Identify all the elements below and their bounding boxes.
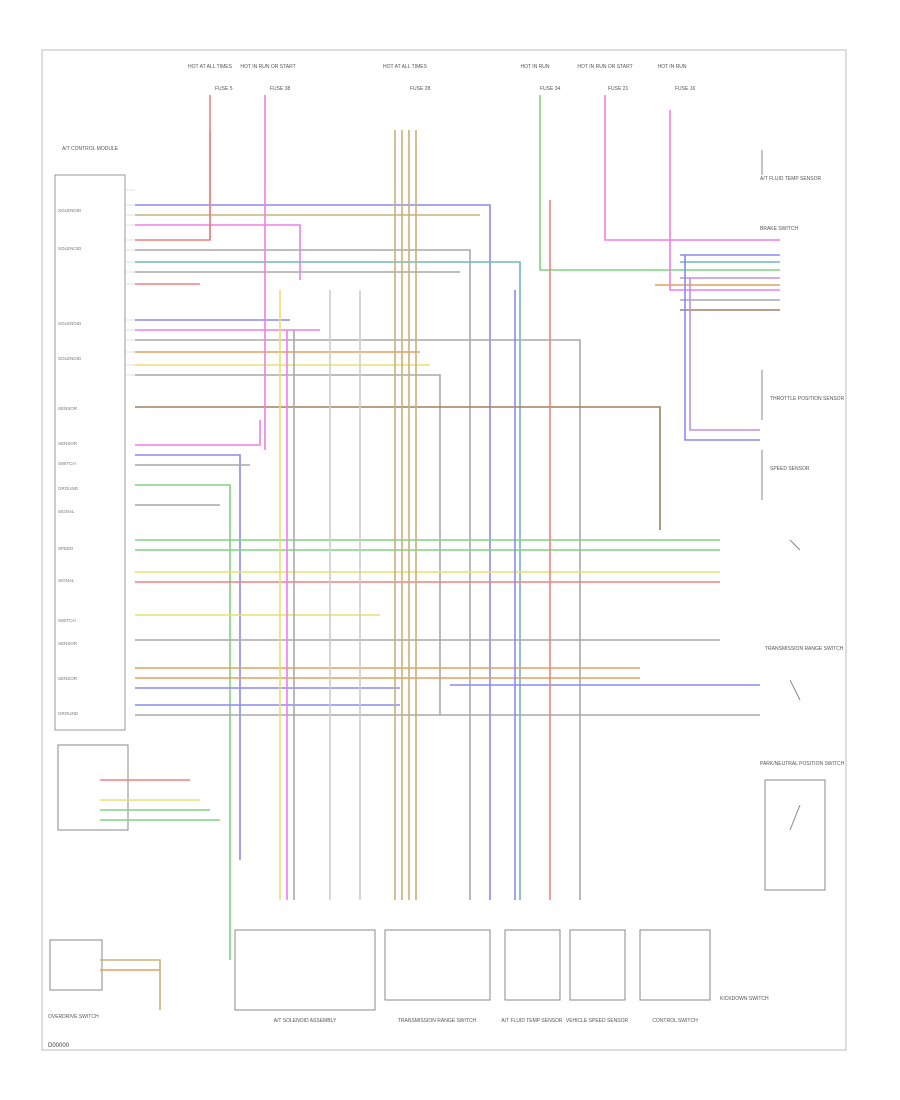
right-label: A/T FLUID TEMP SENSOR — [760, 176, 822, 182]
pin-numbers — [125, 189, 135, 376]
wire-teal — [135, 261, 521, 900]
pin-label: GROUND — [58, 486, 79, 491]
fuse-label: FUSE 16 — [675, 86, 696, 92]
temp-sensor-box — [504, 929, 561, 1001]
fuse-title: HOT IN RUN — [520, 64, 549, 70]
solenoid-assembly-box — [234, 929, 376, 1011]
pin-label: SENSOR — [58, 641, 78, 646]
pin-label: SOLENOID — [58, 356, 82, 361]
fuse-label: FUSE 38 — [270, 86, 291, 92]
footer-code: D00000 — [48, 1043, 70, 1049]
fuse-title: HOT AT ALL TIMES — [383, 64, 428, 70]
bottom-components — [234, 929, 711, 1011]
fuse-title: HOT IN RUN OR START — [577, 64, 632, 70]
bottom-label: A/T SOLENOID ASSEMBLY — [274, 1018, 337, 1024]
right-label: PARK/NEUTRAL POSITION SWITCH — [760, 761, 845, 767]
horizontal-wires — [135, 130, 760, 960]
wire-brown — [135, 406, 661, 530]
bottom-label: A/T FLUID TEMP SENSOR — [501, 1018, 563, 1024]
speed-sensor-box — [569, 929, 626, 1001]
wire-blue-r2 — [684, 255, 760, 441]
fuse-label: FUSE 21 — [608, 86, 629, 92]
right-connector-wires — [655, 254, 780, 441]
switch-symbol — [789, 679, 801, 701]
wire-gray3 — [135, 339, 581, 900]
right-label: KICKDOWN SWITCH — [720, 996, 769, 1002]
overdrive-switch-box — [49, 939, 103, 991]
pin-label: SOLENOID — [58, 321, 82, 326]
pin-label: SOLENOID — [58, 246, 82, 251]
pin-label: SENSOR — [58, 406, 78, 411]
wire-pink-v3 — [669, 110, 780, 291]
pin-label: SWITCH — [58, 618, 76, 623]
right-label: SPEED SENSOR — [770, 466, 810, 472]
switch-box — [57, 744, 129, 831]
wire-gray — [135, 249, 471, 900]
pin-label: SIGNAL — [58, 509, 75, 514]
pin-label: SENSOR — [58, 676, 78, 681]
fuse-title: HOT IN RUN — [657, 64, 686, 70]
wire-green — [135, 484, 231, 960]
wire-pink3 — [135, 420, 261, 446]
bottom-label: CONTROL SWITCH — [652, 1018, 698, 1024]
pin-label: GROUND — [58, 711, 79, 716]
bottom-label: OVERDRIVE SWITCH — [48, 1014, 99, 1020]
right-components — [761, 150, 826, 891]
wire-pink-v2 — [604, 95, 780, 241]
wire-blue3 — [135, 454, 241, 860]
pin-label: SIGNAL — [58, 578, 75, 583]
range-switch-box-bottom — [384, 929, 491, 1001]
fuse-label: FUSE 34 — [540, 86, 561, 92]
lower-left-components — [49, 744, 220, 1010]
pin-label: SENSOR — [58, 441, 78, 446]
control-switch-box — [639, 929, 711, 1001]
switch-symbol — [789, 539, 801, 551]
vertical-wires — [209, 95, 780, 900]
bottom-label: VEHICLE SPEED SENSOR — [566, 1018, 629, 1024]
right-label: THROTTLE POSITION SENSOR — [770, 396, 845, 402]
pin-label: SWITCH — [58, 461, 76, 466]
right-labels: A/T FLUID TEMP SENSOR BRAKE SWITCH THROT… — [720, 176, 845, 1002]
fuse-label: FUSE 5 — [215, 86, 233, 92]
fuse-title: HOT IN RUN OR START — [240, 64, 295, 70]
bottom-labels: OVERDRIVE SWITCH A/T SOLENOID ASSEMBLY T… — [48, 1014, 698, 1024]
fuse-title: HOT AT ALL TIMES — [188, 64, 233, 70]
top-fuses: HOT AT ALL TIMES FUSE 5 HOT IN RUN OR ST… — [188, 64, 695, 92]
wire-olive-ll — [100, 959, 161, 1010]
right-label: BRAKE SWITCH — [760, 226, 798, 232]
bottom-label: TRANSMISSION RANGE SWITCH — [398, 1018, 477, 1024]
wire-red — [135, 130, 211, 241]
switch-symbol — [789, 804, 801, 831]
control-module-box — [54, 174, 126, 731]
wire-green-v — [539, 95, 780, 271]
range-switch-box — [764, 779, 826, 891]
pin-label: SPEED — [58, 546, 74, 551]
right-label: TRANSMISSION RANGE SWITCH — [765, 646, 844, 652]
wire-blue — [135, 204, 491, 900]
wire-gray4 — [135, 374, 441, 715]
fuse-label: FUSE 28 — [410, 86, 431, 92]
diagram-border — [41, 49, 847, 1051]
module-label: A/T CONTROL MODULE — [62, 146, 119, 152]
module-pin-labels: SOLENOID SOLENOID SOLENOID SOLENOID SENS… — [58, 208, 82, 716]
wire-violet-r2 — [689, 278, 760, 431]
pin-label: SOLENOID — [58, 208, 82, 213]
